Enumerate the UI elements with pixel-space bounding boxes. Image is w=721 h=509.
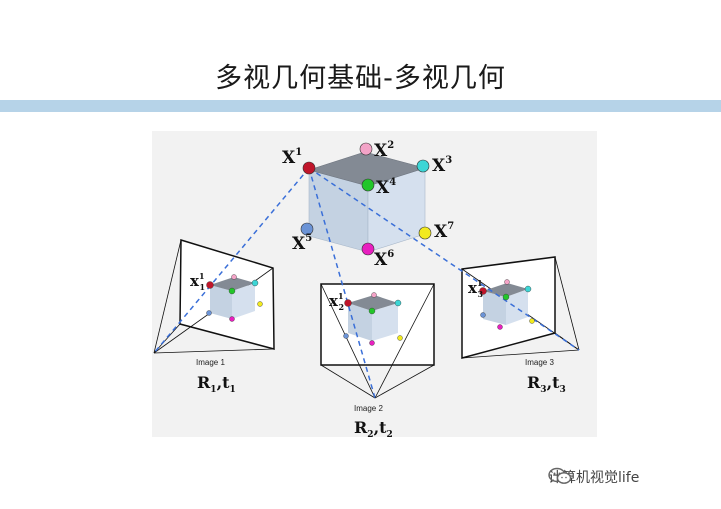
ray-camera-1 — [153, 167, 310, 354]
point-x5 — [300, 222, 314, 236]
projected-points — [206, 274, 535, 346]
label-x2: X2 — [374, 140, 394, 161]
slide-title: 多视几何基础-多视几何 — [215, 63, 506, 94]
point-x4 — [361, 178, 375, 192]
wechat-icon — [548, 467, 572, 484]
label-x1: X1 — [282, 147, 302, 168]
pose-label-3: R3,t3 — [527, 373, 566, 395]
image-label-1: Image 1 — [196, 358, 225, 367]
label-x4: X4 — [376, 177, 396, 198]
image-label-2: Image 2 — [354, 404, 383, 413]
world-points — [300, 142, 432, 256]
label-x7: X7 — [434, 221, 454, 242]
point-x1 — [302, 161, 316, 175]
ray-camera-2 — [308, 167, 376, 399]
watermark-text: 计算机视觉life — [548, 470, 640, 486]
point-x2 — [359, 142, 373, 156]
title-band — [0, 100, 721, 112]
camera-2 — [320, 283, 435, 399]
label-x3: X3 — [432, 155, 452, 176]
point-x7 — [418, 226, 432, 240]
watermark: 计算机视觉life — [548, 467, 639, 487]
camera-1 — [153, 238, 275, 354]
camera-3 — [461, 256, 580, 359]
image-label-3: Image 3 — [525, 358, 554, 367]
label-x6: X6 — [374, 249, 394, 270]
diagram-svg: X1 X2 X3 X4 X5 X6 X7 x11 x12 x13 Image 1… — [153, 140, 580, 437]
pose-label-1: R1,t1 — [197, 373, 236, 395]
point-x6 — [361, 242, 375, 256]
label-x5: X5 — [292, 233, 312, 254]
point-x3 — [416, 159, 430, 173]
world-cube — [307, 151, 427, 253]
pose-label-2: R2,t2 — [354, 418, 393, 437]
